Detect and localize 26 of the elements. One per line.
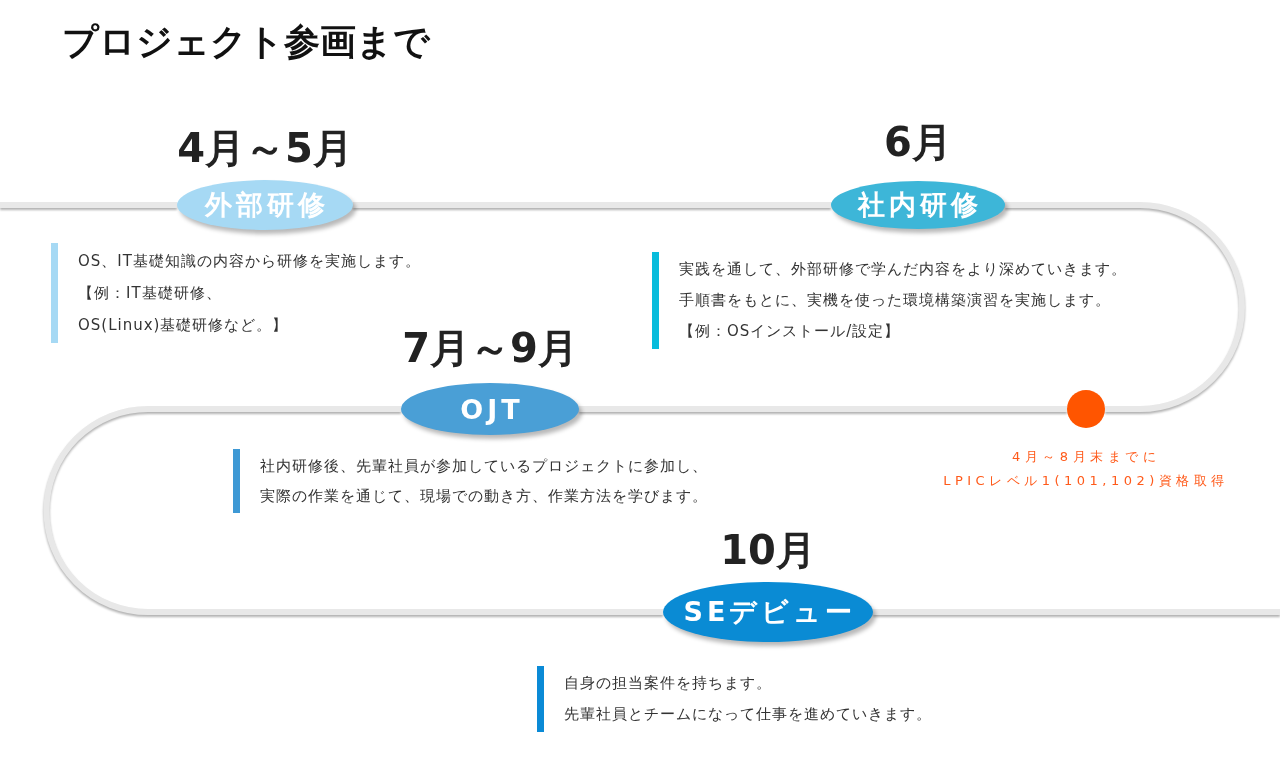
date-heading: 4月～5月 [177,124,353,172]
timeline-path [1005,202,1245,412]
description-text: 手順書をもとに、実機を使った環境構築演習を実施します。 [679,290,1112,311]
stage-ellipse: 社内研修 [831,181,1005,229]
description-text: 実践を通して、外部研修で学んだ内容をより深めていきます。 [679,259,1128,280]
description-text: 自身の担当案件を持ちます。 [564,673,773,694]
timeline-path [353,202,831,208]
description-text: 社内研修後、先輩社員が参加しているプロジェクトに参加し、実際の作業を通じて、現場での動き方、作業方法を学びます。 [260,456,709,507]
stage-ellipse: SEデビュー [663,582,873,642]
note-text: 4月～8月末までに [1011,448,1160,466]
timeline-path [43,406,663,615]
stage-ellipse: OJT [401,383,579,435]
title: プロジェクト参画まで [62,20,430,64]
stage-ellipse: 外部研修 [177,180,353,230]
description-text: 先輩社員とチームになって仕事を進めていきます。 [564,704,933,725]
date-heading: 10月 [720,526,816,574]
note-text: LPICレベル1(101,102)資格取得 [943,472,1229,490]
date-heading: 7月～9月 [402,324,578,372]
description-text: OS、IT基礎知識の内容から研修を実施します。 [78,251,422,272]
milestone-dot [1067,390,1105,428]
timeline-path [0,202,177,208]
description-text: 【例：IT基礎研修、OS(Linux)基礎研修など。】 [78,283,290,336]
description-text: 【例：OSインストール/設定】 [679,321,902,342]
timeline-path [873,609,1280,615]
timeline-path [579,406,1067,412]
date-heading: 6月 [884,118,952,166]
